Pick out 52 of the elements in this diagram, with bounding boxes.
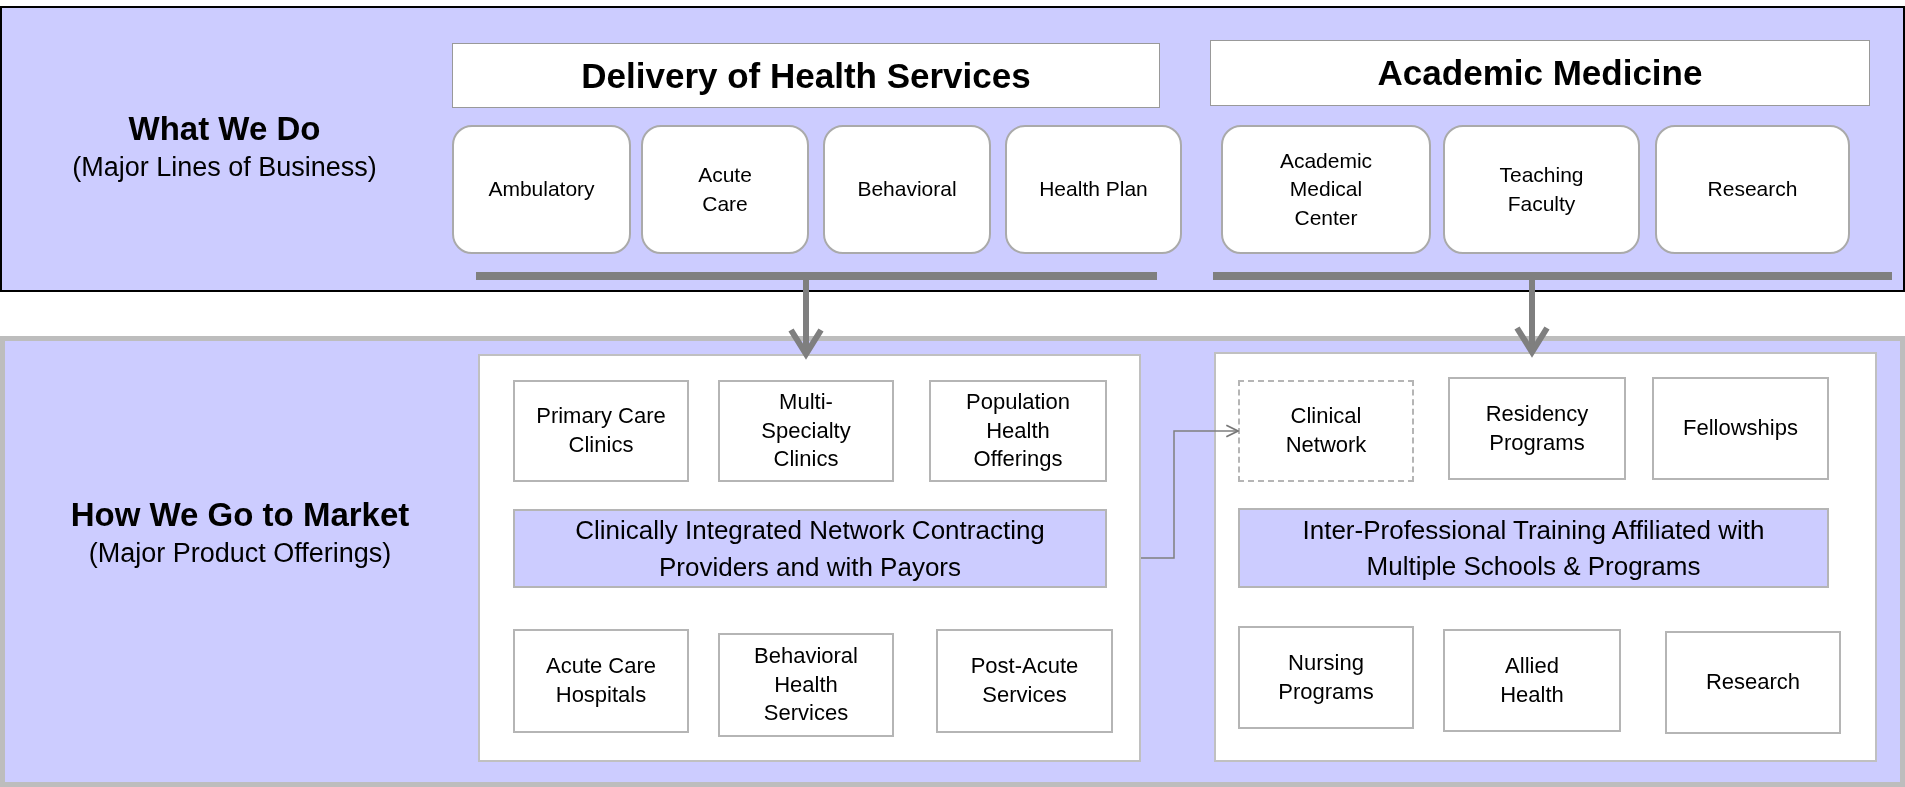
arrow	[1514, 280, 1550, 355]
offering-box	[1238, 626, 1414, 729]
section-band	[0, 6, 1905, 292]
section-band	[0, 336, 1905, 787]
box-label: Inter-Professional Training Affiliated with Multiple Schools & Programs	[1301, 513, 1766, 583]
header-label: Delivery of Health Services	[581, 55, 1031, 96]
grouping-bar	[1213, 272, 1892, 280]
grouping-bar	[476, 272, 1157, 280]
category-header	[1210, 40, 1870, 106]
box-label: Acute Care	[697, 162, 753, 217]
section-title: What We Do	[128, 110, 321, 148]
box-label: Multi-Specialty Clinics	[760, 388, 852, 474]
box-label: Clinical Network	[1284, 402, 1368, 459]
offering-box	[513, 629, 689, 733]
box-label: Clinically Integrated Network Contracting Providers and with Payors	[574, 514, 1046, 584]
offerings-panel	[1214, 352, 1877, 762]
box-label: Behavioral	[857, 176, 957, 203]
offering-box	[1665, 631, 1841, 734]
box-label: Behavioral Health Services	[753, 642, 859, 728]
section-subtitle: (Major Lines of Business)	[72, 152, 377, 183]
offering-box	[513, 380, 689, 482]
box-label: Post-Acute Services	[969, 652, 1080, 709]
box-label: Acute Care Hospitals	[544, 652, 658, 709]
box-label: Health Plan	[1039, 176, 1148, 203]
offering-box	[718, 633, 894, 737]
highlight-box	[1238, 508, 1829, 588]
box-label: Academic Medical Center	[1278, 148, 1374, 231]
box-label: Research	[1707, 176, 1798, 203]
offering-box	[1652, 377, 1829, 480]
arrow	[788, 280, 824, 357]
highlight-box	[513, 509, 1107, 588]
box-label: Ambulatory	[488, 176, 595, 203]
offering-box	[936, 629, 1113, 733]
offering-box	[718, 380, 894, 482]
box-label: Research	[1705, 668, 1801, 697]
offerings-panel	[478, 354, 1141, 762]
offering-box	[1443, 629, 1621, 732]
box-label: Population Health Offerings	[965, 388, 1071, 474]
header-label: Academic Medicine	[1377, 53, 1703, 93]
box-label: Allied Health	[1499, 651, 1565, 709]
arrow	[1140, 424, 1239, 559]
offering-box	[1448, 377, 1626, 480]
box-label: Teaching Faculty	[1498, 162, 1585, 217]
box-label: Nursing Programs	[1277, 648, 1375, 706]
dashed-offering-box	[1238, 380, 1414, 482]
section-title: How We Go to Market	[70, 496, 410, 534]
box-label: Residency Programs	[1484, 399, 1590, 457]
offering-box	[929, 380, 1107, 482]
category-header	[452, 43, 1160, 108]
section-subtitle: (Major Product Offerings)	[88, 538, 392, 569]
box-label: Primary Care Clinics	[535, 402, 667, 459]
box-label: Fellowships	[1683, 414, 1798, 443]
